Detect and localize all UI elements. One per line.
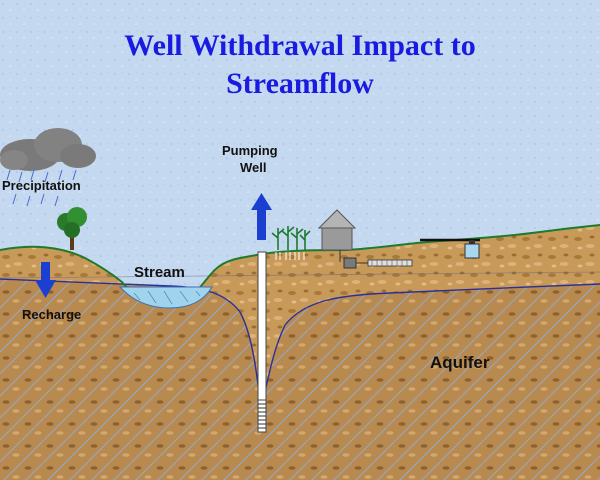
original-water-table	[0, 271, 600, 279]
down-arrow-icon	[35, 262, 56, 298]
precipitation-label: Precipitation	[2, 178, 81, 193]
pump-icon	[339, 250, 413, 269]
stream-water	[118, 286, 213, 309]
house-icon	[317, 209, 357, 251]
up-arrow-icon	[251, 193, 272, 240]
aquifer-layer	[0, 279, 600, 480]
page-title: Well Withdrawal Impact to	[124, 29, 476, 62]
crops-icon	[271, 226, 311, 260]
aquifer-label: Aquifer	[430, 353, 490, 372]
pumping-well-label-line2: Well	[240, 160, 267, 175]
pumping-well-label-line1: Pumping	[222, 143, 278, 158]
tree-icon	[57, 207, 87, 250]
stream-label: Stream	[134, 264, 185, 281]
page-title-line2: Streamflow	[226, 67, 374, 100]
pumping-well-icon	[257, 251, 267, 433]
ground-surface	[0, 224, 600, 304]
water-tank-icon	[464, 240, 480, 259]
recharge-label: Recharge	[22, 307, 82, 322]
rain-cloud-icon	[0, 128, 96, 207]
